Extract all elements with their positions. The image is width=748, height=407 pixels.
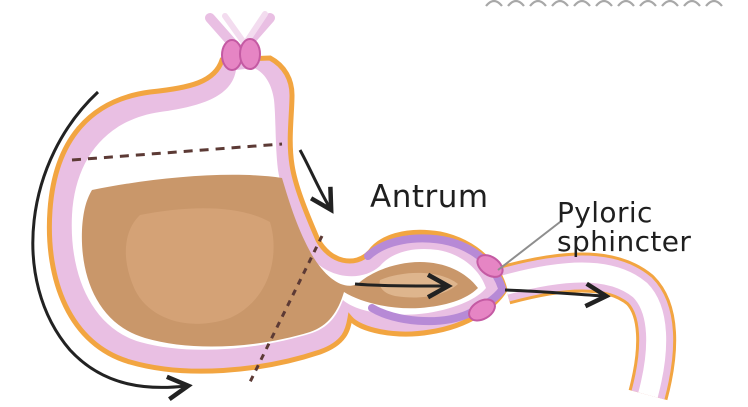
cropped-text-fragment bbox=[480, 0, 735, 14]
pyloric-label-line2: sphincter bbox=[557, 225, 691, 258]
antrum-label: Antrum bbox=[370, 179, 489, 215]
